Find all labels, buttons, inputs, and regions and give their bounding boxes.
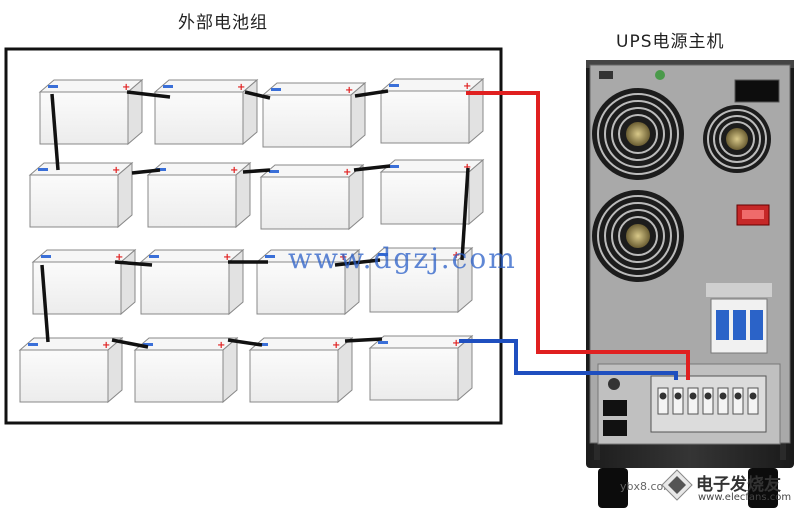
battery-cell: + <box>133 336 239 404</box>
terminal-post <box>657 387 669 415</box>
ground-label-icon <box>655 70 665 80</box>
elecfans-mark-icon <box>661 469 693 501</box>
link-wire <box>242 168 271 174</box>
fan-large-bottom-icon <box>592 190 684 282</box>
ups-cabinet <box>586 60 794 508</box>
battery-cell: + <box>368 246 474 314</box>
battery-cell: + <box>255 248 361 316</box>
terminal-post <box>747 387 759 415</box>
battery-cell: + <box>31 248 137 316</box>
ups-host-label: UPS电源主机 <box>616 32 725 52</box>
link-wire <box>353 164 391 172</box>
svg-text:+: + <box>223 252 231 263</box>
svg-text:+: + <box>345 85 353 96</box>
link-wire <box>244 90 271 100</box>
terminal-post <box>672 387 684 415</box>
svg-text:+: + <box>452 338 460 349</box>
terminal-post <box>702 387 714 415</box>
fan-small-icon <box>703 105 771 173</box>
link-wire <box>344 337 383 343</box>
battery-cell: + <box>368 334 474 402</box>
terminal-post <box>717 387 729 415</box>
battery-cell: + <box>259 163 365 231</box>
battery-cell: + <box>379 158 485 226</box>
ac-socket-bottom-icon <box>603 420 627 436</box>
battery-cell: + <box>146 161 252 229</box>
svg-text:+: + <box>463 81 471 92</box>
svg-text:+: + <box>102 340 110 351</box>
link-wire <box>334 258 381 267</box>
brand-url: www.elecfans.com <box>698 492 792 503</box>
battery-cell: + <box>248 336 354 404</box>
svg-text:+: + <box>115 252 123 263</box>
brand-cn: 电子发烧友 <box>696 475 781 495</box>
positive-wire <box>466 91 690 380</box>
link-wire <box>126 90 171 99</box>
link-wire <box>114 260 153 267</box>
svg-text:+: + <box>237 82 245 93</box>
battery-cell: + <box>139 248 245 316</box>
svg-text:+: + <box>463 162 471 173</box>
negative-wire <box>459 339 678 380</box>
link-wire <box>131 168 161 175</box>
link-wire <box>227 338 263 347</box>
link-wire <box>50 93 60 171</box>
corner-text: ybx8.com <box>620 480 674 493</box>
svg-text:+: + <box>217 340 225 351</box>
battery-group-label: 外部电池组 <box>178 13 268 33</box>
link-wire <box>354 89 389 98</box>
ac-socket-top-icon <box>603 400 627 416</box>
svg-text:+: + <box>122 82 130 93</box>
link-wire <box>460 167 470 261</box>
ground-screw-icon <box>608 378 620 390</box>
terminal-post <box>732 387 744 415</box>
battery-link-wires <box>40 89 470 349</box>
link-wire <box>111 338 149 349</box>
battery-cell: + <box>28 161 134 229</box>
battery-cell: + <box>261 81 367 149</box>
terminal-screws <box>657 387 759 415</box>
svg-text:+: + <box>230 165 238 176</box>
svg-text:+: + <box>452 250 460 261</box>
fan-large-top-icon <box>592 88 684 180</box>
battery-cell: + <box>18 336 124 404</box>
site-watermark: www.dgzj.com <box>288 242 517 275</box>
battery-cell: + <box>153 78 259 146</box>
terminal-post <box>687 387 699 415</box>
svg-text:+: + <box>339 252 347 263</box>
svg-text:+: + <box>112 165 120 176</box>
display-window <box>734 79 780 103</box>
svg-text:+: + <box>332 340 340 351</box>
svg-text:+: + <box>343 167 351 178</box>
link-wire <box>40 264 50 343</box>
battery-cell: + <box>379 77 485 145</box>
circuit-breaker-icon <box>706 283 772 354</box>
usb-port-icon <box>599 71 613 79</box>
